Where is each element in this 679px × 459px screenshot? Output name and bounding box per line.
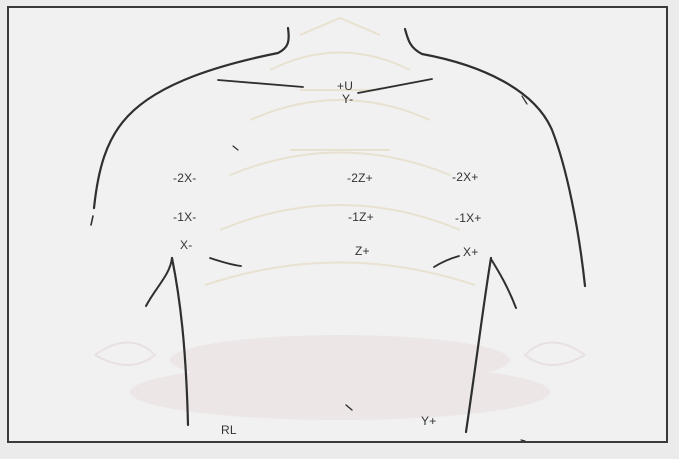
label-center-top: -2Z+ [347,171,373,185]
label-right-top: -2X+ [452,170,478,184]
right-axilla-line [491,259,516,308]
label-center-lower: Z+ [355,244,370,258]
label-top-center-lower: Y- [342,92,353,106]
label-bottom-right: Y+ [421,414,436,428]
left-side-line [172,258,188,425]
left-rib-tick [210,258,241,266]
label-right-lower: X+ [463,245,478,259]
label-left-top: -2X- [173,171,196,185]
right-side-line [466,258,491,432]
left-short-mark [91,216,93,225]
left-clavicle-line [218,80,303,87]
label-top-center-upper: +U [337,79,353,93]
label-bottom-left: RL [221,423,237,437]
bottom-center-mark [346,405,352,410]
right-rib-tick [434,256,459,267]
label-right-middle: -1X+ [455,211,481,225]
left-axilla-line [146,258,172,306]
right-clavicle-line [358,79,432,93]
label-left-lower: X- [180,238,192,252]
right-shoulder-line [405,29,585,286]
label-left-middle: -1X- [173,210,196,224]
bottom-right-mark [521,440,525,441]
label-center-middle: -1Z+ [348,210,374,224]
left-minor-mark [233,146,238,150]
